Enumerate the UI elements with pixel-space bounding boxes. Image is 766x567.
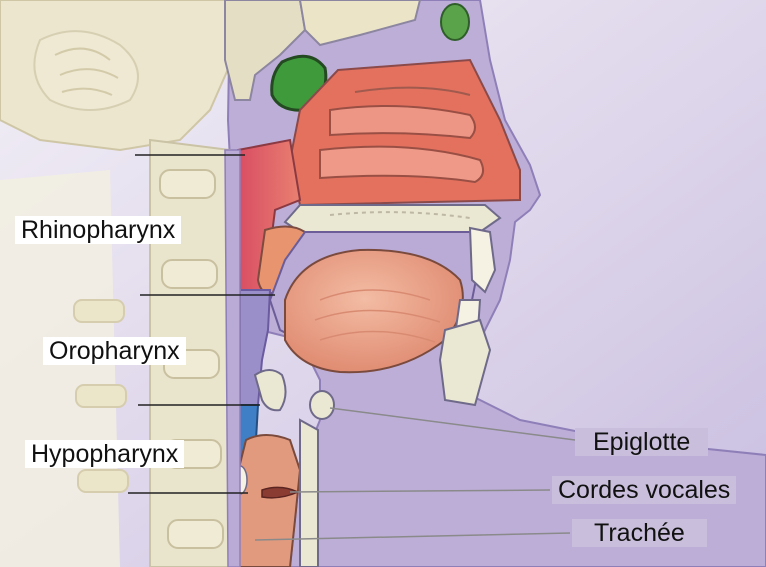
label-hypopharynx: Hypopharynx [25,440,184,468]
upper-turbinate [330,106,475,138]
label-trachee: Trachée [572,519,707,547]
vertebra [162,260,217,288]
label-rhinopharynx: Rhinopharynx [15,216,181,244]
vertebra [168,520,223,548]
frontal-sinus [441,4,469,40]
label-cordes-vocales: Cordes vocales [552,476,736,504]
label-oropharynx: Oropharynx [43,337,186,365]
thyroid-cartilage [300,420,318,567]
vertebra [160,170,215,198]
hyoid-bone [310,391,334,419]
label-epiglotte: Epiglotte [575,428,708,456]
